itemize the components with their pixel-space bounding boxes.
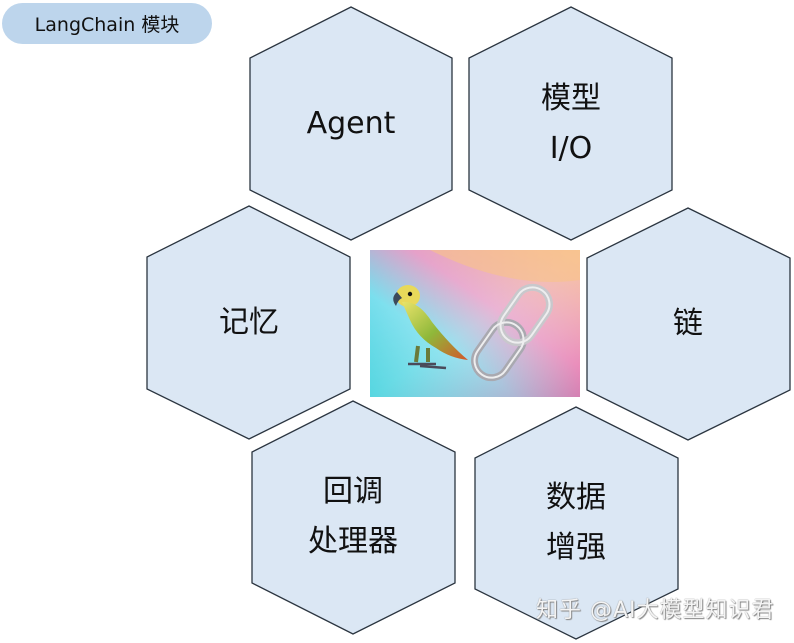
label-line: 数据: [546, 480, 606, 515]
hexagon-label-data-augmentation: 数据 增强: [546, 473, 606, 573]
hexagon-label-agent: Agent: [307, 99, 396, 149]
hexagon-chain: [586, 207, 791, 441]
langchain-logo-image: [370, 250, 580, 397]
title-pill: LangChain 模块: [2, 3, 212, 44]
hexagon-memory: [146, 205, 351, 440]
hexagon-label-chain: 链: [673, 299, 703, 349]
label-line: 链: [673, 306, 703, 341]
label-line: Agent: [306, 106, 396, 141]
watermark: 知乎 @AI大模型知识君: [536, 598, 775, 623]
label-line: 记忆: [219, 305, 279, 340]
hexagon-label-callbacks: 回调 处理器: [308, 467, 398, 567]
label-line: 回调: [323, 474, 383, 509]
label-line: 模型: [541, 81, 601, 116]
hexagon-label-memory: 记忆: [219, 298, 279, 348]
hexagon-label-model-io: 模型 I/O: [541, 74, 601, 174]
label-line: I/O: [549, 131, 593, 166]
hexagon-agent: [249, 6, 453, 241]
title-text: LangChain 模块: [34, 14, 180, 36]
hexagon-model-io: [468, 6, 673, 241]
hexagon-callbacks: [251, 400, 456, 635]
parrot-icon: [393, 285, 468, 370]
label-line: 增强: [546, 530, 606, 565]
label-line: 处理器: [308, 524, 398, 559]
hexagon-data-augmentation: [474, 406, 679, 640]
